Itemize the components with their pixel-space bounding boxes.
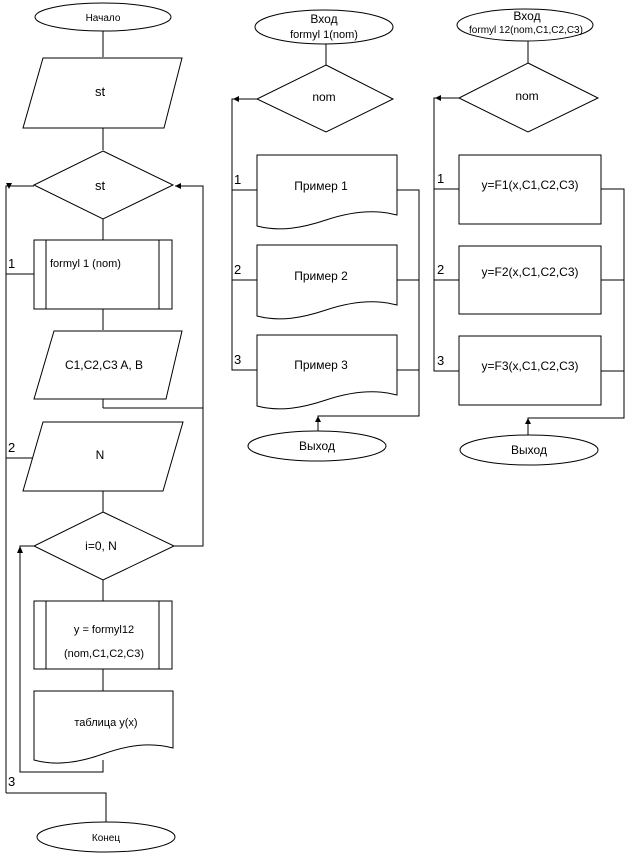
proc2-nom-label: nom [515, 89, 538, 103]
formyl1-call-label: formyl 1 (nom) [50, 258, 121, 270]
table-document-label: таблица y(x) [74, 717, 137, 729]
proc2-entry-line2: formyl 12(nom,C1,C2,C3) [469, 25, 583, 36]
proc2-case2-label: y=F2(x,C1,C2,C3) [481, 265, 578, 279]
main-flowchart: Начало st st 1 2 3 formyl 1 (nom) C1,C2,… [5, 2, 204, 853]
proc1-case1-document [256, 154, 398, 230]
coeffs-input-label: C1,C2,C3 A, B [65, 358, 143, 372]
st-input-block [22, 57, 183, 129]
proc2-branch-3-label: 3 [437, 353, 444, 368]
loop-decision [32, 511, 176, 581]
proc1-nom-decision [255, 64, 395, 133]
table-document-block [33, 690, 174, 764]
proc1-exit-label: Выход [299, 439, 335, 453]
proc2-nom-decision [457, 62, 600, 133]
main-branch-2-label: 2 [8, 440, 15, 455]
loop-decision-label: i=0, N [85, 539, 117, 553]
proc1-branch-3-label: 3 [234, 352, 241, 367]
formyl12-call-line2: (nom,C1,C2,C3) [64, 648, 144, 660]
proc1-connectors [231, 42, 420, 432]
proc2-case2-block [458, 245, 602, 315]
proc2-exit-label: Выход [511, 443, 547, 457]
proc1-case2-label: Пример 2 [294, 269, 348, 283]
end-label: Конец [92, 833, 120, 844]
n-input-block [22, 421, 184, 492]
formyl1-procedure: Вход formyl 1(nom) nom 1 2 3 Пример 1 Пр… [231, 9, 420, 462]
formyl12-call-line1: y = formyl12 [74, 624, 134, 636]
start-terminator [34, 2, 172, 32]
proc2-entry-terminator [456, 8, 594, 42]
formyl1-call-block [33, 239, 173, 310]
proc1-case3-document [256, 334, 398, 410]
proc1-nom-label: nom [312, 90, 335, 104]
proc1-entry-line1: Вход [310, 12, 337, 26]
st-input-label: st [95, 84, 106, 99]
main-branch-1-label: 1 [8, 256, 15, 271]
proc2-case3-label: y=F3(x,C1,C2,C3) [481, 359, 578, 373]
st-decision-label: st [95, 178, 106, 193]
proc2-case1-block [458, 154, 602, 225]
end-terminator [36, 821, 176, 853]
start-label: Начало [86, 13, 121, 24]
proc1-branch-2-label: 2 [234, 262, 241, 277]
proc2-entry-line1: Вход [513, 9, 540, 23]
proc2-branch-2-label: 2 [437, 262, 444, 277]
st-decision [32, 150, 175, 220]
n-input-label: N [96, 448, 105, 462]
proc2-case1-label: y=F1(x,C1,C2,C3) [481, 178, 578, 192]
proc1-entry-terminator [254, 9, 394, 45]
proc1-case1-label: Пример 1 [294, 179, 348, 193]
main-branch-3-label: 3 [8, 774, 15, 789]
coeffs-input-block [33, 330, 183, 400]
proc1-entry-line2: formyl 1(nom) [290, 29, 358, 41]
formyl12-call-block [33, 600, 173, 670]
proc2-case3-block [458, 335, 602, 406]
formyl12-procedure: Вход formyl 12(nom,C1,C2,C3) nom 1 2 3 y… [433, 8, 625, 466]
proc1-case2-document [256, 244, 398, 320]
proc1-branch-1-label: 1 [234, 172, 241, 187]
main-connectors [5, 28, 204, 823]
proc2-connectors [433, 40, 625, 436]
proc1-case3-label: Пример 3 [294, 358, 348, 372]
proc2-branch-1-label: 1 [437, 171, 444, 186]
proc1-exit-terminator [247, 430, 387, 462]
proc2-exit-terminator [459, 434, 599, 466]
